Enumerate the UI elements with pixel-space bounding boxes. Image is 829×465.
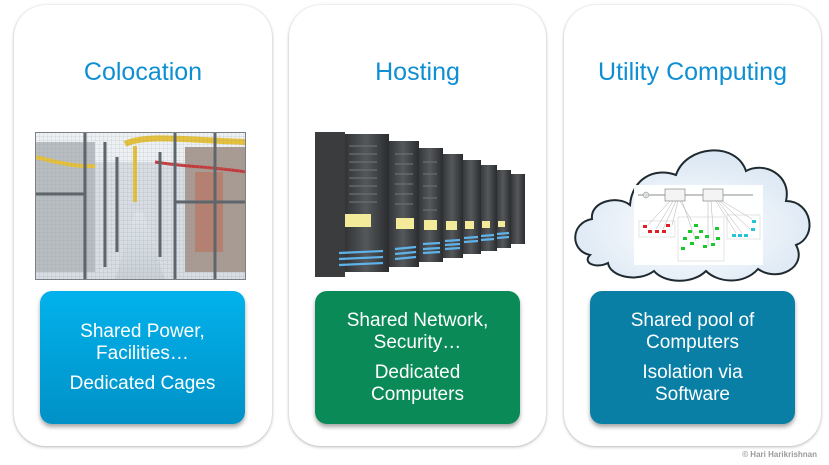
server-racks-image (315, 132, 525, 277)
card-title: Hosting (375, 58, 460, 86)
server-unit (315, 132, 525, 277)
cloud-network-diagram (574, 149, 811, 282)
shared-resources-text: Shared pool of Computers (630, 309, 755, 353)
network-diagram (634, 185, 763, 265)
colocation-card: Colocation (14, 5, 272, 446)
colocation-info-box: Shared Power, Facilities… Dedicated Cage… (40, 291, 245, 424)
card-title: Colocation (83, 58, 203, 86)
dedicated-resources-text: Dedicated Computers (371, 361, 464, 405)
copyright-notice: © Hari Harikrishnan (742, 450, 817, 459)
hosting-info-box: Shared Network, Security… Dedicated Comp… (315, 291, 520, 424)
shared-resources-text: Shared Power, Facilities… (80, 320, 205, 364)
dedicated-resources-text: Isolation via Software (642, 361, 743, 405)
hosting-card: Hosting (289, 5, 546, 446)
utility-computing-card: Utility Computing (564, 5, 821, 446)
utility-computing-info-box: Shared pool of Computers Isolation via S… (590, 291, 795, 424)
dedicated-resources-text: Dedicated Cages (69, 372, 216, 394)
card-title: Utility Computing (598, 58, 787, 86)
datacenter-cages-photo (35, 132, 246, 280)
shared-resources-text: Shared Network, Security… (346, 309, 489, 353)
